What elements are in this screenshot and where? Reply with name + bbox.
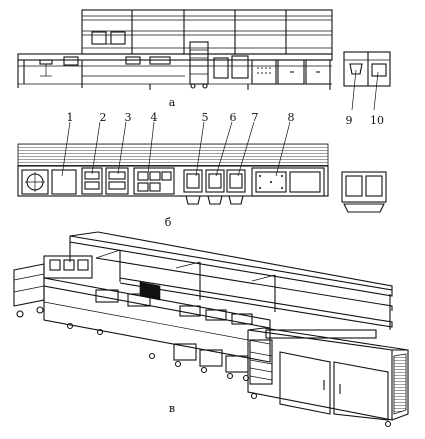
perspective-cabinet <box>247 327 409 428</box>
perspective-view: в <box>13 231 409 428</box>
callout-1: 1 <box>67 111 74 124</box>
callout-9: 9 <box>346 114 353 127</box>
front-elevation-view: а 9 10 <box>17 9 391 127</box>
callout-5: 5 <box>202 111 209 124</box>
callout-4: 4 <box>151 111 158 124</box>
perspective-left-appliance <box>13 255 93 318</box>
side-units <box>343 51 391 111</box>
front-counter <box>17 41 333 90</box>
view-label-a: а <box>169 96 176 109</box>
callout-7: 7 <box>252 111 259 124</box>
shelf-appliances <box>91 31 126 45</box>
perspective-shelves <box>69 231 393 330</box>
callout-2: 2 <box>100 111 107 124</box>
perspective-counter <box>43 277 271 382</box>
callout-8: 8 <box>288 111 295 124</box>
view-label-v: в <box>169 402 175 415</box>
plan-view: 1 2 3 4 5 6 7 8 б <box>17 111 387 229</box>
callout-6: 6 <box>230 111 237 124</box>
view-label-b: б <box>165 216 172 229</box>
callout-10: 10 <box>370 114 384 127</box>
callout-3: 3 <box>125 111 132 124</box>
